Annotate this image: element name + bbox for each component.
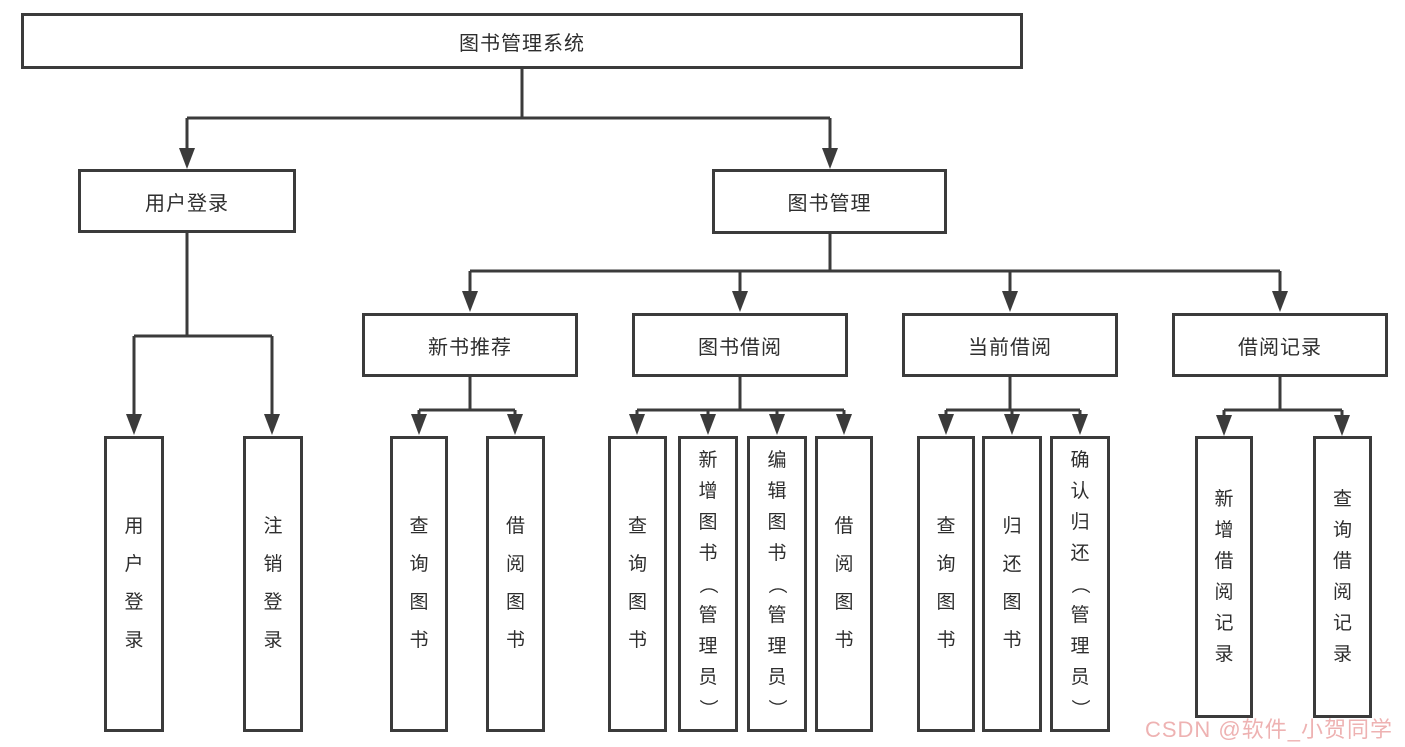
connector-records-children	[1216, 377, 1350, 436]
node-borrowing-records: 借阅记录	[1172, 313, 1388, 377]
node-user-login: 用户登录	[78, 169, 296, 233]
node-book-borrowing-label: 图书借阅	[698, 336, 782, 359]
node-book-borrowing: 图书借阅	[632, 313, 848, 377]
node-new-book-recommend: 新书推荐	[362, 313, 578, 377]
connector-book-mgmt-children	[462, 234, 1288, 312]
csdn-watermark: CSDN @软件_小贺同学	[1144, 717, 1393, 742]
leaf-add-borrow-record: 新增借阅记录	[1195, 436, 1253, 718]
connector-newbook-children	[411, 377, 523, 435]
node-new-book-recommend-label: 新书推荐	[428, 336, 512, 359]
leaf-borrow-books-recommend: 借阅图书	[486, 436, 545, 732]
connector-current-children	[938, 377, 1088, 435]
node-book-management: 图书管理	[712, 169, 947, 234]
node-user-login-label: 用户登录	[145, 192, 229, 215]
leaf-user-login: 用户登录	[104, 436, 164, 732]
node-library-management-system: 图书管理系统	[21, 13, 1023, 69]
node-current-borrowing: 当前借阅	[902, 313, 1118, 377]
connector-user-login-children	[126, 233, 280, 435]
leaf-query-books-recommend: 查询图书	[390, 436, 448, 732]
leaf-edit-books-admin: 编辑图书（管理员）	[747, 436, 807, 732]
leaf-borrow-books-borrowing: 借阅图书	[815, 436, 873, 732]
leaf-return-books: 归还图书	[982, 436, 1042, 732]
leaf-confirm-return-admin: 确认归还（管理员）	[1050, 436, 1110, 732]
node-library-management-system-label: 图书管理系统	[459, 32, 585, 55]
leaf-query-books-borrowing: 查询图书	[608, 436, 667, 732]
node-book-management-label: 图书管理	[787, 193, 872, 215]
connector-root-to-level2	[179, 69, 838, 169]
leaf-query-borrow-record: 查询借阅记录	[1313, 436, 1372, 718]
leaf-query-books-current: 查询图书	[917, 436, 975, 732]
connector-borrowing-children	[629, 377, 852, 435]
node-current-borrowing-label: 当前借阅	[968, 336, 1052, 359]
node-borrowing-records-label: 借阅记录	[1238, 336, 1322, 359]
leaf-logout: 注销登录	[243, 436, 303, 732]
leaf-add-books-admin: 新增图书（管理员）	[678, 436, 738, 732]
